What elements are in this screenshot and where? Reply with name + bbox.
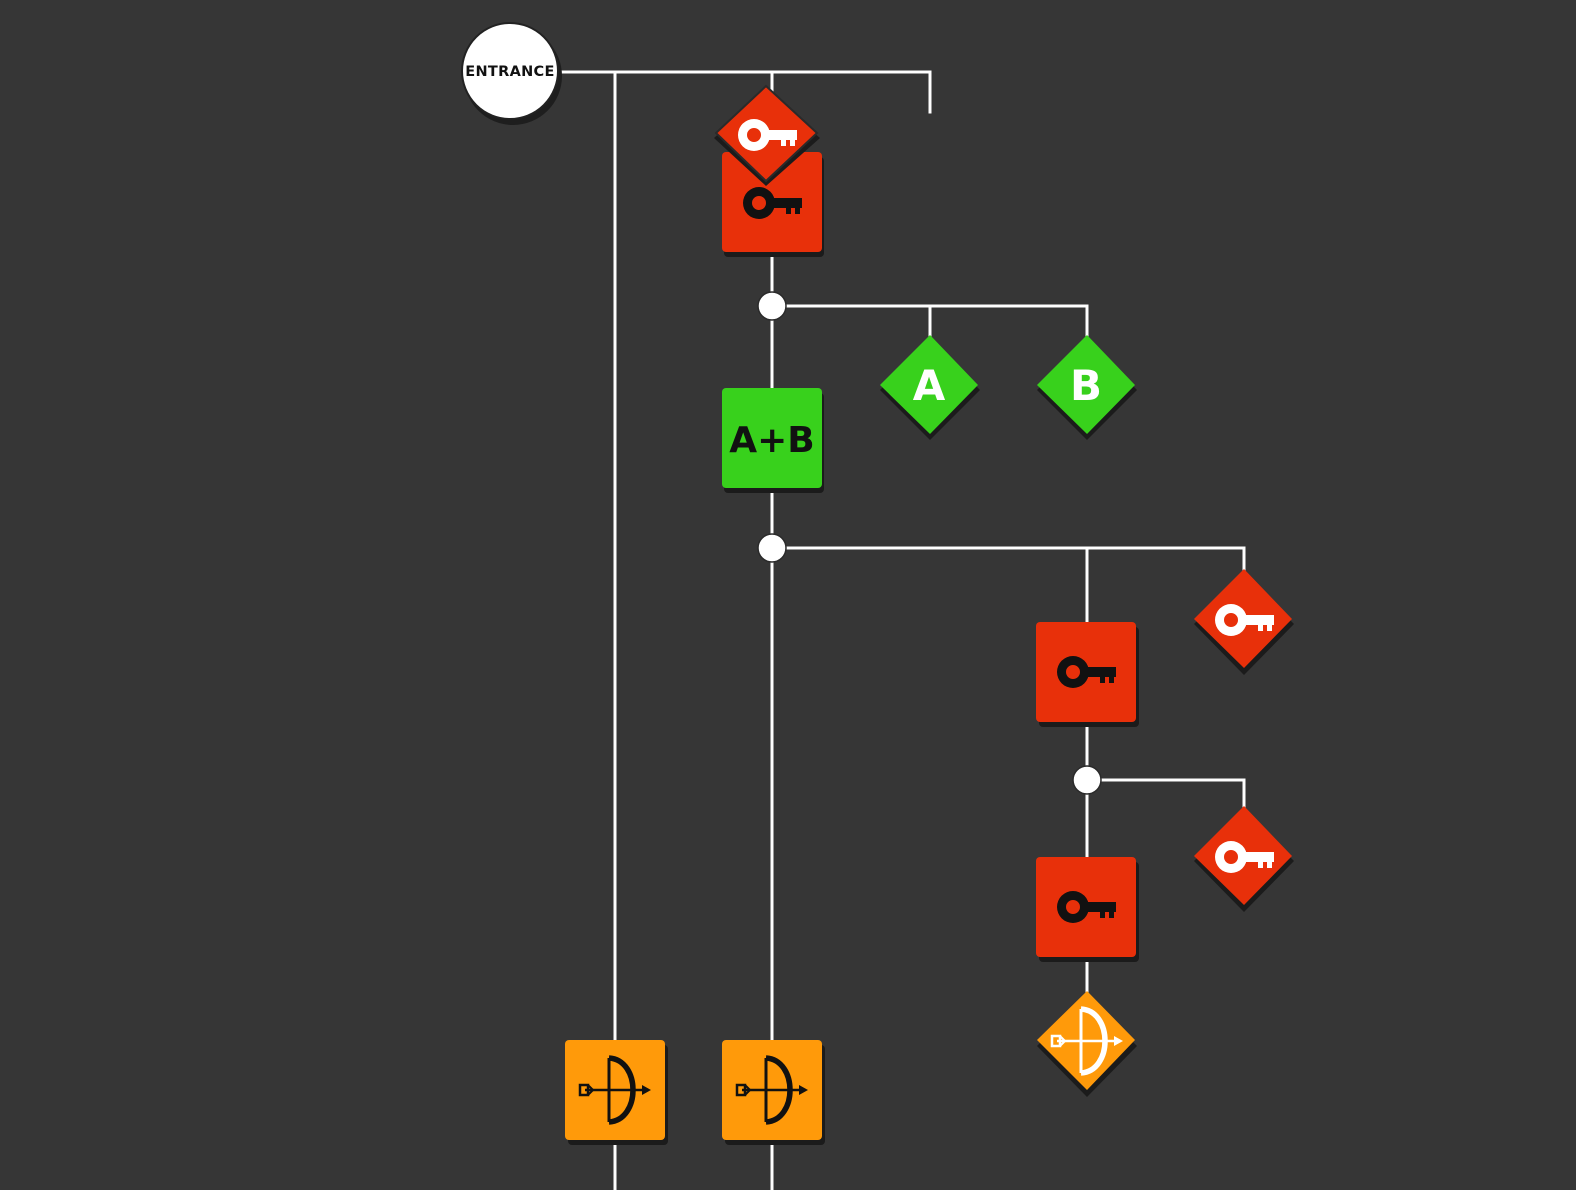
entrance-node[interactable]: ENTRANCE bbox=[461, 22, 562, 125]
entrance-label: ENTRANCE bbox=[465, 64, 554, 80]
item-b[interactable]: B bbox=[1037, 335, 1137, 440]
key-item-2[interactable] bbox=[1194, 569, 1294, 675]
item-b-label: B bbox=[1070, 361, 1102, 410]
junction-dot bbox=[757, 291, 787, 321]
junction-dot bbox=[757, 533, 787, 563]
junction-dot bbox=[1072, 765, 1102, 795]
key-lock-2[interactable] bbox=[1036, 622, 1139, 727]
bow-item[interactable] bbox=[1037, 991, 1137, 1097]
key-lock-1[interactable] bbox=[722, 152, 824, 257]
bow-lock-1[interactable] bbox=[565, 1040, 668, 1145]
key-lock-3[interactable] bbox=[1036, 857, 1139, 962]
key-item-3[interactable] bbox=[1194, 806, 1294, 912]
key-item-1[interactable] bbox=[714, 84, 820, 186]
lock-ab-label: A+B bbox=[729, 420, 814, 461]
item-a[interactable]: A bbox=[880, 335, 980, 440]
item-a-label: A bbox=[913, 361, 946, 410]
bow-lock-2[interactable] bbox=[722, 1040, 825, 1145]
connection-lines bbox=[556, 70, 1246, 1190]
lock-ab[interactable]: A+B bbox=[722, 388, 824, 493]
